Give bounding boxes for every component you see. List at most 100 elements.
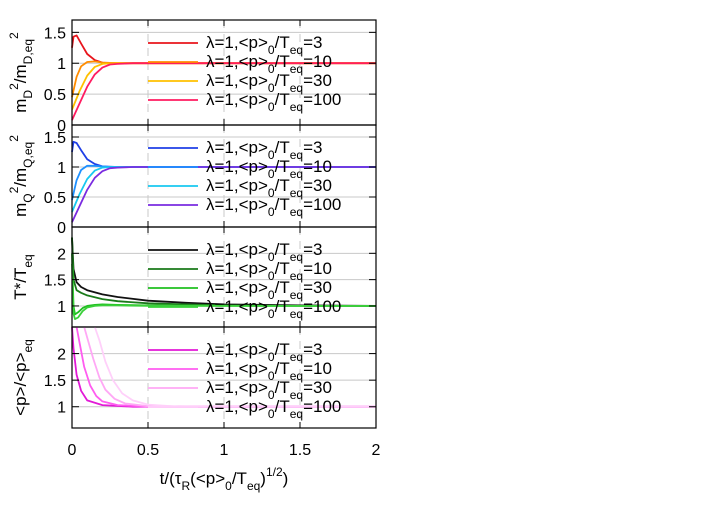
label-part: eq bbox=[290, 269, 303, 283]
label-part: 0 bbox=[268, 369, 275, 383]
label-part: /m bbox=[11, 168, 30, 187]
label-part: eq bbox=[290, 43, 303, 57]
label-part: eq bbox=[290, 186, 303, 200]
label-part: λ=1,<p> bbox=[206, 259, 268, 278]
label-part: =100 bbox=[303, 297, 341, 316]
panel-p: λ=1,<p>0/Teq=3λ=1,<p>0/Teq=10λ=1,<p>0/Te… bbox=[11, 326, 377, 429]
x-tick-label: 0.5 bbox=[137, 442, 159, 459]
y-axis-label: T*/Teq bbox=[11, 254, 35, 299]
y-tick-label: 2 bbox=[57, 246, 66, 263]
label-part: 0 bbox=[268, 100, 275, 114]
label-part: eq bbox=[290, 350, 303, 364]
label-part: /T bbox=[275, 278, 290, 297]
label-part: 0 bbox=[268, 388, 275, 402]
label-part: =30 bbox=[303, 71, 332, 90]
label-part: eq bbox=[21, 254, 35, 267]
x-axis-label: t/(τR(<p>0/Teq)1/2) bbox=[160, 465, 289, 493]
label-part: =3 bbox=[303, 138, 322, 157]
legend-entry: λ=1,<p>0/Teq=30 bbox=[206, 278, 332, 302]
label-part: eq bbox=[290, 288, 303, 302]
label-part: /T bbox=[275, 340, 290, 359]
legend-entry: λ=1,<p>0/Teq=100 bbox=[206, 90, 341, 114]
label-part: eq bbox=[247, 479, 260, 493]
legend-entry: λ=1,<p>0/Teq=10 bbox=[206, 259, 332, 283]
legend-entry: λ=1,<p>0/Teq=3 bbox=[206, 340, 322, 364]
label-part: 1/2 bbox=[266, 465, 283, 479]
legend-entry: λ=1,<p>0/Teq=100 bbox=[206, 397, 341, 421]
label-part: 2 bbox=[7, 83, 21, 90]
label-part: 0 bbox=[268, 43, 275, 57]
label-part: 0 bbox=[268, 250, 275, 264]
label-part: 0 bbox=[268, 148, 275, 162]
y-tick-label: 0 bbox=[57, 220, 66, 237]
panel-mQ: λ=1,<p>0/Teq=3λ=1,<p>0/Teq=10λ=1,<p>0/Te… bbox=[7, 124, 377, 237]
y-axis-label: <p>/<p>eq bbox=[11, 339, 35, 416]
y-tick-label: 1.5 bbox=[44, 25, 66, 42]
label-part: /T bbox=[275, 33, 290, 52]
label-part: 0 bbox=[225, 479, 232, 493]
label-part: λ=1,<p> bbox=[206, 71, 268, 90]
label-part: λ=1,<p> bbox=[206, 195, 268, 214]
label-part: /T bbox=[275, 138, 290, 157]
label-part: λ=1,<p> bbox=[206, 240, 268, 259]
label-part: /T bbox=[275, 297, 290, 316]
label-part: eq bbox=[21, 339, 35, 352]
label-part: =10 bbox=[303, 52, 332, 71]
label-part: /T bbox=[275, 397, 290, 416]
y-tick-label: 1 bbox=[57, 160, 66, 177]
legend-entry: λ=1,<p>0/Teq=10 bbox=[206, 157, 332, 181]
label-part: /T bbox=[275, 176, 290, 195]
label-part: eq bbox=[290, 148, 303, 162]
label-part: eq bbox=[290, 307, 303, 321]
label-part: λ=1,<p> bbox=[206, 378, 268, 397]
label-part: 0 bbox=[268, 269, 275, 283]
label-part: 2 bbox=[7, 186, 21, 193]
label-part: 2 bbox=[7, 135, 21, 142]
label-part: 0 bbox=[268, 407, 275, 421]
label-part: Q,eq bbox=[21, 142, 35, 168]
y-tick-label: 1.5 bbox=[44, 130, 66, 147]
label-part: 0 bbox=[268, 307, 275, 321]
label-part: /T bbox=[275, 359, 290, 378]
label-part: (<p> bbox=[190, 469, 225, 488]
label-part: /m bbox=[11, 64, 30, 83]
label-part: 0 bbox=[268, 350, 275, 364]
label-part: eq bbox=[290, 407, 303, 421]
label-part: =100 bbox=[303, 397, 341, 416]
label-part: 0 bbox=[268, 186, 275, 200]
label-part: /T bbox=[275, 52, 290, 71]
legend-entry: λ=1,<p>0/Teq=30 bbox=[206, 378, 332, 402]
label-part: eq bbox=[290, 167, 303, 181]
legend-entry: λ=1,<p>0/Teq=10 bbox=[206, 52, 332, 76]
label-part: =30 bbox=[303, 176, 332, 195]
y-tick-label: 1.5 bbox=[44, 273, 66, 290]
legend-entry: λ=1,<p>0/Teq=100 bbox=[206, 195, 341, 219]
label-part: =10 bbox=[303, 359, 332, 378]
legend-entry: λ=1,<p>0/Teq=3 bbox=[206, 138, 322, 162]
y-tick-label: 0.5 bbox=[44, 87, 66, 104]
label-part: eq bbox=[290, 250, 303, 264]
label-part: =3 bbox=[303, 340, 322, 359]
x-tick-label: 1 bbox=[220, 442, 229, 459]
label-part: /T bbox=[275, 378, 290, 397]
label-part: eq bbox=[290, 205, 303, 219]
label-part: D,eq bbox=[21, 39, 35, 64]
legend-entry: λ=1,<p>0/Teq=100 bbox=[206, 297, 341, 321]
series-line-mD-3 bbox=[71, 62, 376, 121]
label-part: =30 bbox=[303, 278, 332, 297]
label-part: /T bbox=[275, 71, 290, 90]
label-part: λ=1,<p> bbox=[206, 33, 268, 52]
label-part: =10 bbox=[303, 259, 332, 278]
y-axis-label: mD2/mD,eq2 bbox=[7, 32, 35, 113]
label-part: λ=1,<p> bbox=[206, 90, 268, 109]
series-line-p-3 bbox=[93, 326, 376, 408]
label-part: λ=1,<p> bbox=[206, 297, 268, 316]
label-part: eq bbox=[290, 81, 303, 95]
y-tick-label: 0.5 bbox=[44, 190, 66, 207]
label-part: T*/T bbox=[11, 268, 30, 300]
label-part: /T bbox=[232, 469, 247, 488]
y-tick-label: 2 bbox=[57, 347, 66, 364]
x-tick-label: 1.5 bbox=[289, 442, 311, 459]
label-part: 0 bbox=[268, 288, 275, 302]
panel-mD: λ=1,<p>0/Teq=3λ=1,<p>0/Teq=10λ=1,<p>0/Te… bbox=[7, 19, 377, 135]
